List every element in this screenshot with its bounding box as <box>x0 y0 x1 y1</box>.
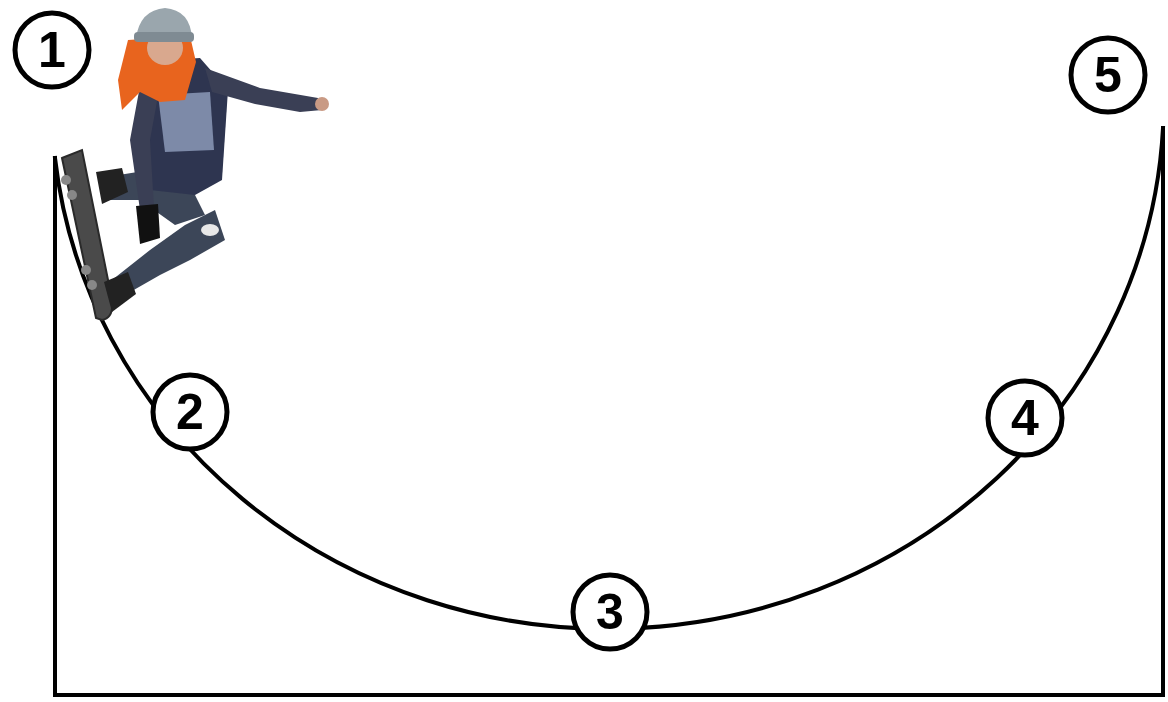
callout-circle: 2 <box>150 372 230 452</box>
callout-number: 2 <box>176 387 204 437</box>
callout-number: 3 <box>596 587 624 637</box>
callout-number: 4 <box>1011 393 1039 443</box>
callout-circle: 3 <box>570 572 650 652</box>
ramp-wall <box>53 158 57 695</box>
callout-circle: 5 <box>1068 35 1148 115</box>
ramp-wall <box>1161 128 1165 695</box>
callout-number: 5 <box>1094 50 1122 100</box>
ramp-curve <box>55 128 1163 629</box>
skateboarder <box>61 8 329 320</box>
callout-circle: 4 <box>985 378 1065 458</box>
callout-circle: 1 <box>12 10 92 90</box>
ramp-floor <box>55 693 1163 697</box>
callout-number: 1 <box>38 25 66 75</box>
